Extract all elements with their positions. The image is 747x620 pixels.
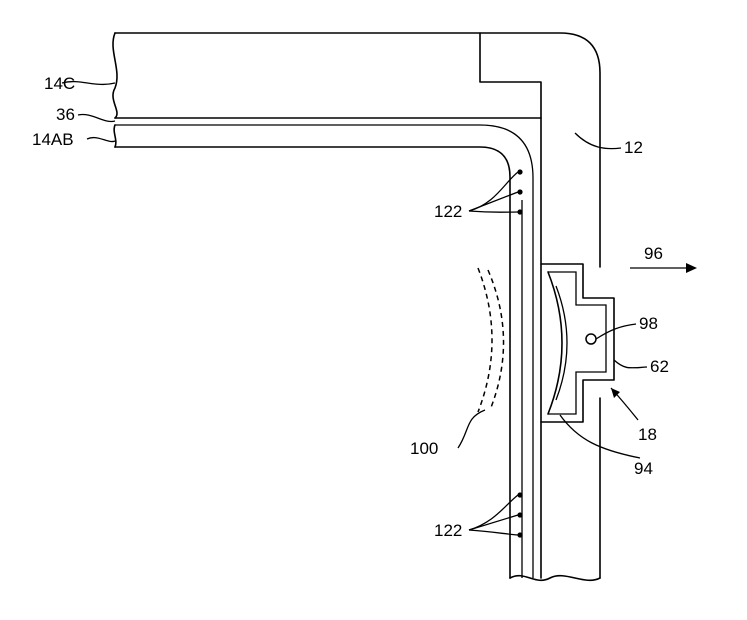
pivot-98 bbox=[585, 333, 597, 345]
label-14c: 14C bbox=[44, 74, 75, 93]
label-18: 18 bbox=[638, 425, 657, 444]
label-100: 100 bbox=[410, 439, 438, 458]
label-122-lower: 122 bbox=[434, 521, 462, 540]
layer-stack bbox=[114, 117, 542, 579]
label-12: 12 bbox=[624, 138, 643, 157]
label-122-upper: 122 bbox=[434, 202, 462, 221]
dots-upper bbox=[517, 169, 523, 215]
label-36: 36 bbox=[56, 105, 75, 124]
break-line-left-lower bbox=[113, 124, 117, 148]
button-assembly-18 bbox=[540, 263, 615, 423]
label-14ab: 14AB bbox=[32, 130, 74, 149]
label-98: 98 bbox=[639, 314, 658, 333]
label-96: 96 bbox=[644, 244, 663, 263]
label-62: 62 bbox=[650, 357, 669, 376]
label-94: 94 bbox=[634, 459, 653, 478]
leader-lines bbox=[61, 80, 697, 536]
finger-outline-100 bbox=[477, 267, 505, 413]
break-line-bottom bbox=[509, 574, 601, 582]
dome-94 bbox=[547, 271, 563, 415]
housing-12 bbox=[112, 32, 601, 582]
break-line-left bbox=[112, 32, 118, 119]
dots-lower bbox=[517, 492, 523, 538]
